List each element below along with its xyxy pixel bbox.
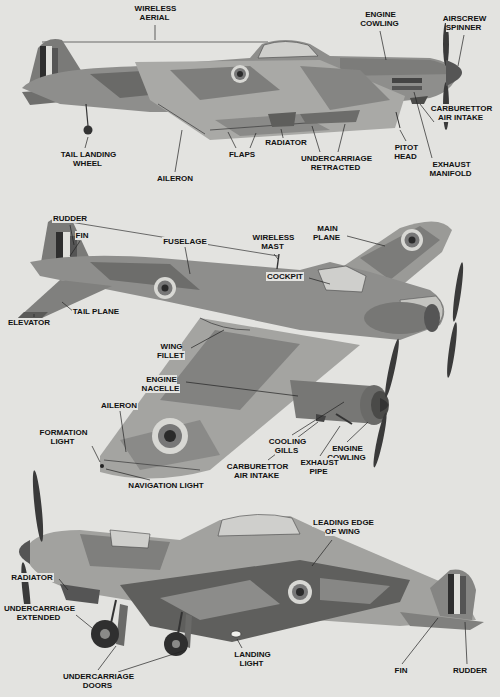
part-label: EXHAUST PIPE <box>296 458 342 476</box>
part-label: TAIL PLANE <box>68 307 124 316</box>
part-label: FUSELAGE <box>160 237 210 246</box>
part-label: LANDING LIGHT <box>230 650 274 668</box>
bomber-view <box>18 217 465 478</box>
part-label: COOLING GILLS <box>262 437 312 455</box>
part-label: WIRELESS AERIAL <box>125 4 185 22</box>
part-label: CARBURETTOR AIR INTAKE <box>222 462 292 480</box>
part-label: ENGINE NACELLE <box>135 375 187 393</box>
part-label: FIN <box>70 231 94 240</box>
part-label: NAVIGATION LIGHT <box>120 481 212 490</box>
part-label: RUDDER <box>450 666 490 675</box>
part-label: COCKPIT <box>262 272 308 281</box>
part-label: FLAPS <box>222 150 262 159</box>
part-label: AILERON <box>150 174 200 183</box>
leader-lines <box>34 25 467 672</box>
part-label: PITOT HEAD <box>388 143 424 161</box>
part-label: TAIL LANDING WHEEL <box>52 150 124 168</box>
fighter-side-view <box>22 22 462 140</box>
part-label: CARBURETTOR AIR INTAKE <box>428 104 494 122</box>
part-label: WIRELESS MAST <box>248 233 298 251</box>
part-label: RADIATOR <box>6 573 58 582</box>
part-label: RADIATOR <box>260 138 312 147</box>
part-label: EXHAUST MANIFOLD <box>420 160 482 178</box>
part-label: MAIN PLANE <box>306 224 348 242</box>
part-label: ELEVATOR <box>4 318 54 327</box>
part-label: WING FILLET <box>150 342 192 360</box>
part-label: UNDERCARRIAGE DOORS <box>60 672 136 690</box>
part-label: RUDDER <box>50 214 90 223</box>
part-label: ENGINE COWLING <box>355 10 405 28</box>
part-label: FIN <box>390 666 412 675</box>
part-label: AILERON <box>94 401 144 410</box>
part-label: LEADING EDGE OF WING <box>310 518 376 536</box>
part-label: UNDERCARRIAGE RETRACTED <box>296 154 376 172</box>
part-label: AIRSCREW SPINNER <box>436 14 492 32</box>
part-label: UNDERCARRIAGE EXTENDED <box>2 604 76 622</box>
part-label: FORMATION LIGHT <box>32 428 94 446</box>
turret-fighter-view <box>19 470 484 656</box>
